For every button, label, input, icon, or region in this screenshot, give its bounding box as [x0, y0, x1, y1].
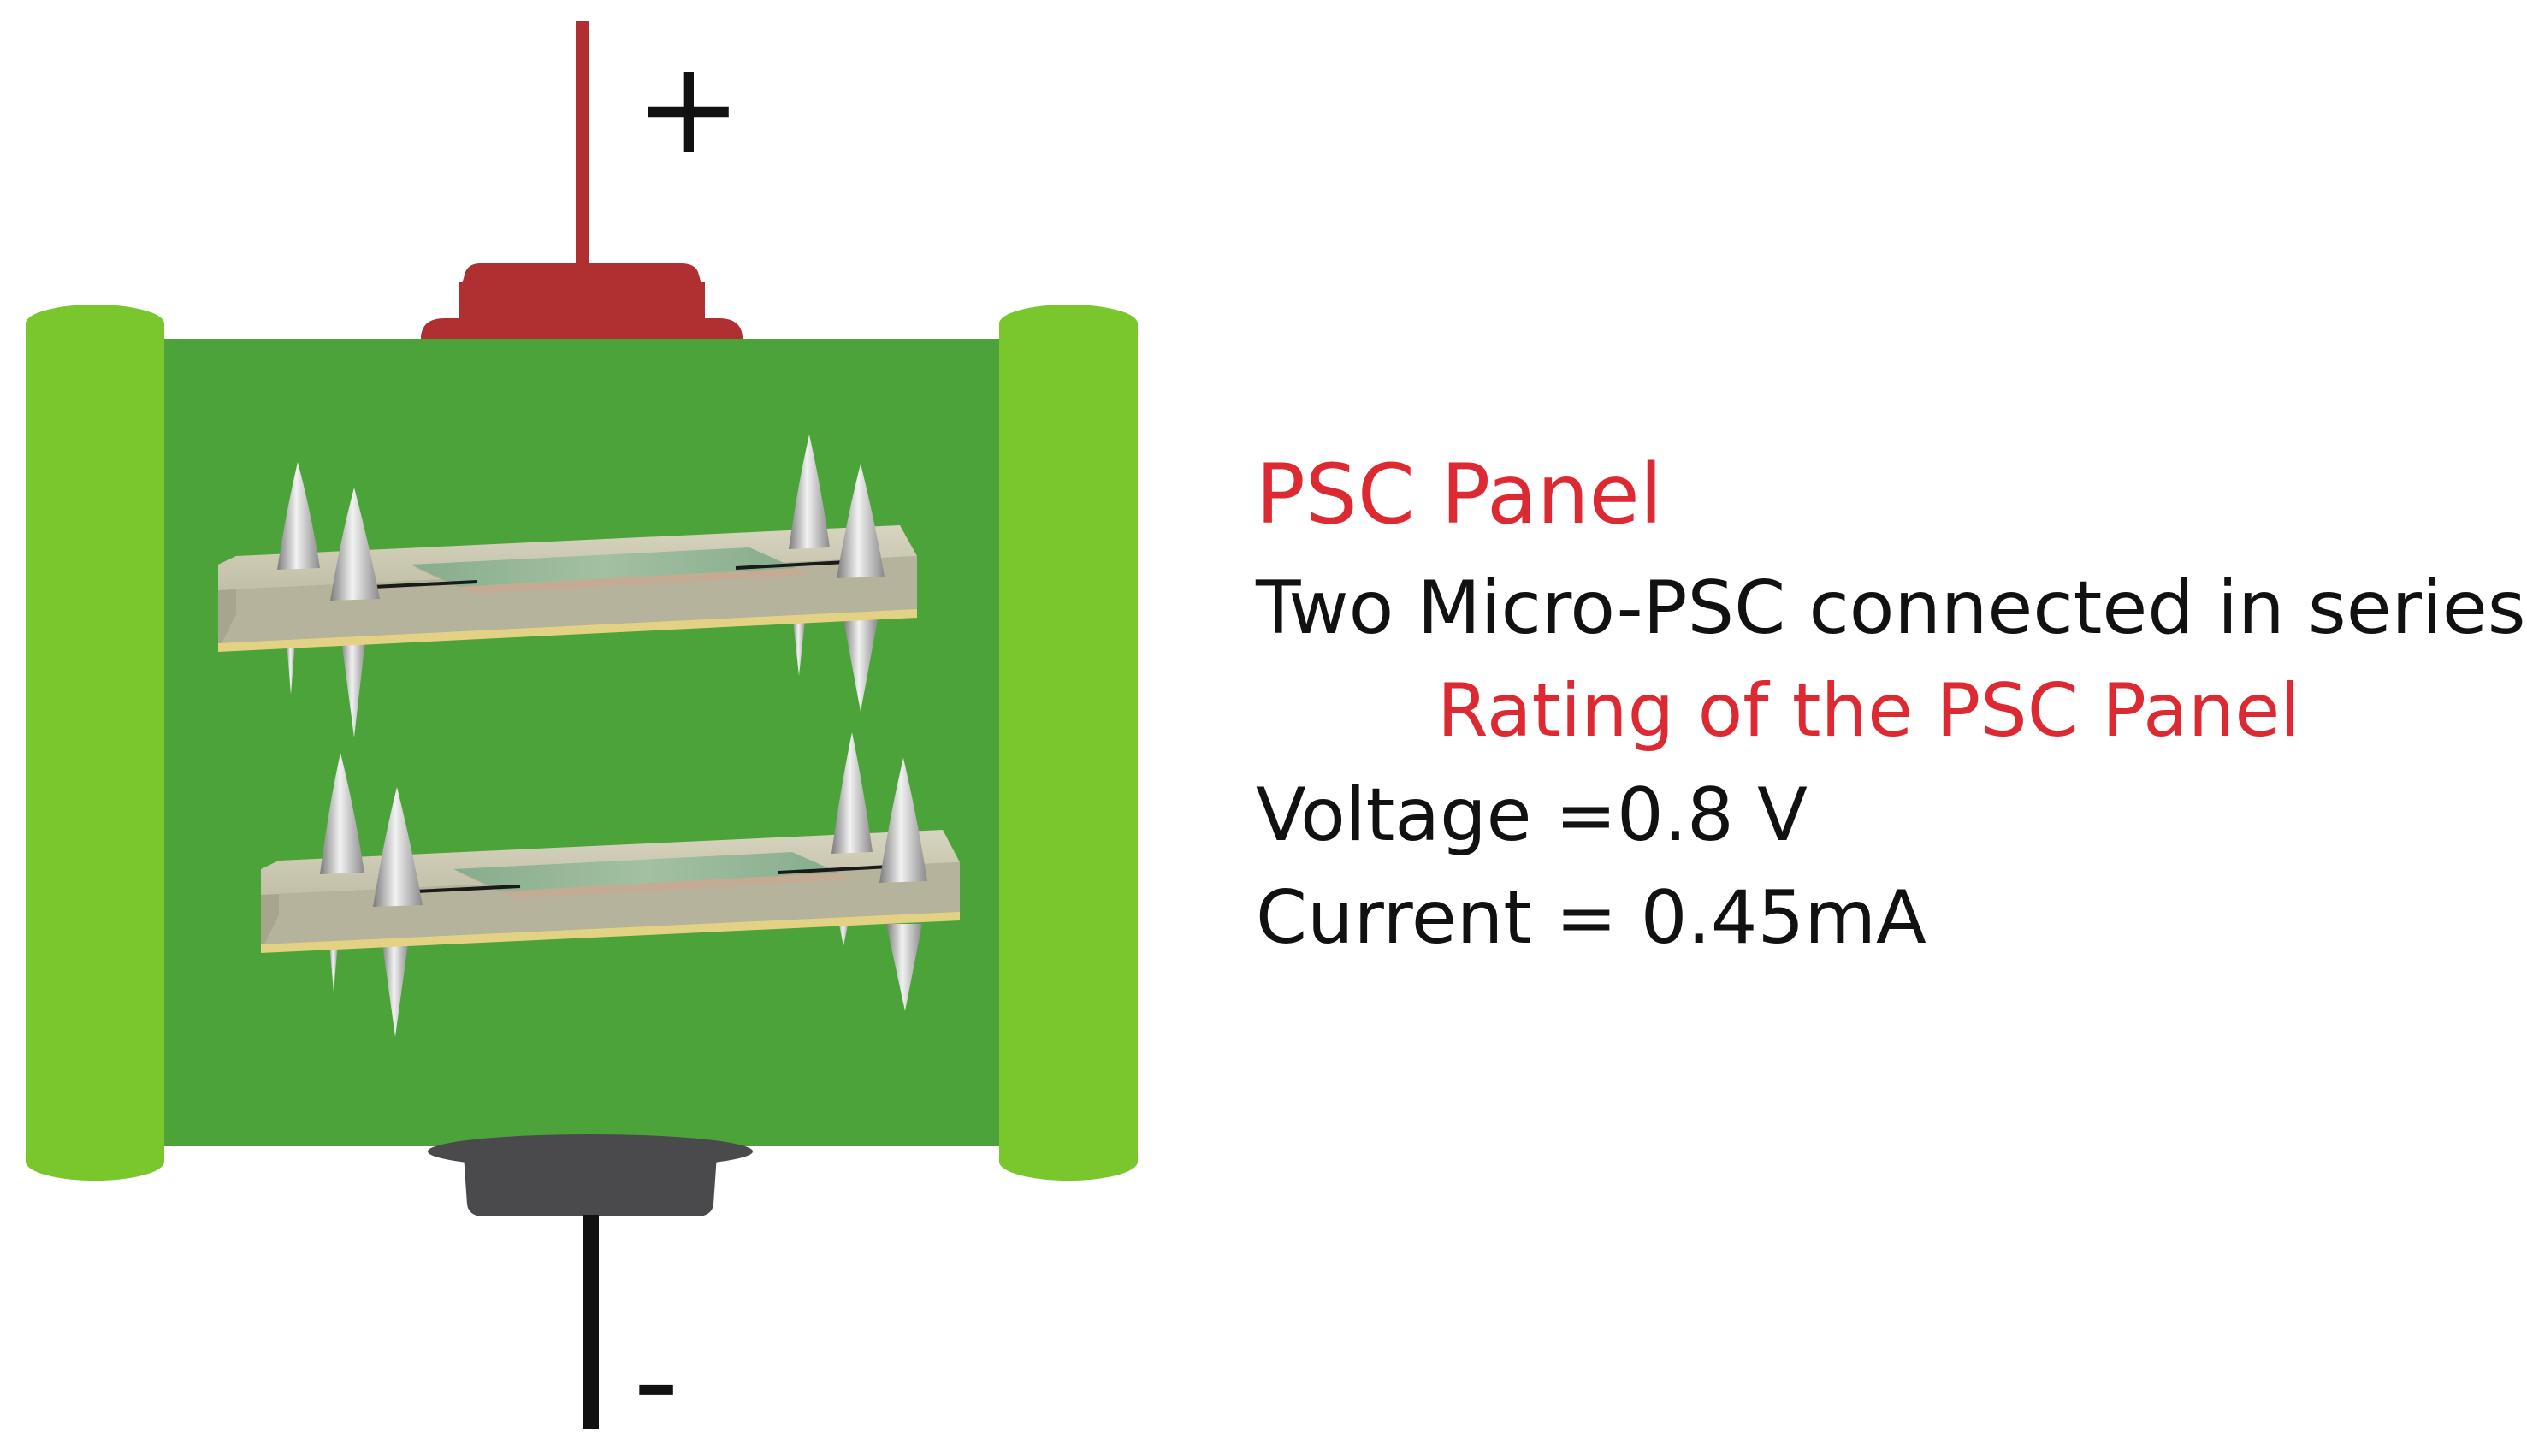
negative-terminal	[464, 1155, 717, 1216]
negative-lead-wire	[583, 1215, 599, 1429]
voltage-rating: Voltage =0.8 V	[1256, 772, 1808, 858]
panel-body	[103, 339, 1061, 1146]
right-roller	[999, 305, 1138, 1181]
positive-terminal-label: +	[635, 34, 743, 183]
positive-lead-wire	[576, 21, 589, 294]
negative-terminal-label: -	[633, 1307, 680, 1456]
current-rating: Current = 0.45mA	[1256, 875, 1926, 961]
micro-psc-lower	[261, 732, 960, 1037]
micro-psc-upper	[218, 435, 917, 737]
rating-title: Rating of the PSC Panel	[1437, 668, 2301, 754]
panel-description: Two Micro-PSC connected in series	[1256, 565, 2526, 651]
positive-terminal-neck	[459, 282, 705, 323]
panel-title: PSC Panel	[1256, 447, 1663, 542]
psc-panel-diagram	[26, 21, 1138, 1429]
left-roller	[26, 305, 164, 1181]
